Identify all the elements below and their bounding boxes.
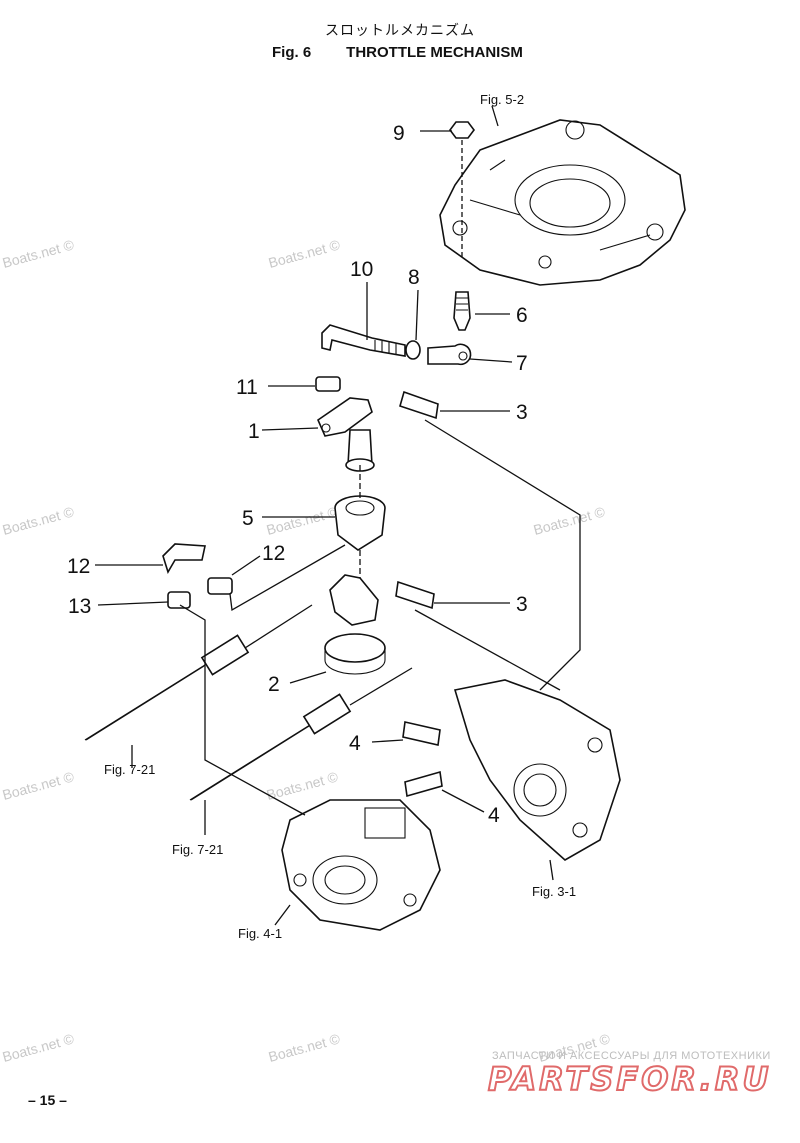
cable-clip-12a bbox=[162, 543, 206, 574]
callout-1: 1 bbox=[248, 420, 260, 443]
callout-12-left: 12 bbox=[67, 555, 90, 578]
callout-3-lower: 3 bbox=[516, 593, 528, 616]
brand-logo: PARTSFOR.RU bbox=[487, 1059, 772, 1099]
figure-number: Fig. 6 bbox=[272, 44, 312, 61]
figref-7-21-upper: Fig. 7-21 bbox=[104, 762, 155, 777]
throttle-lever-parts bbox=[315, 376, 439, 551]
brand-tagline: ЗАПЧАСТИ И АКСЕССУАРЫ ДЛЯ МОТОТЕХНИКИ bbox=[492, 1050, 771, 1062]
watermark: Boats.net © bbox=[267, 1030, 343, 1065]
watermark: Boats.net © bbox=[1, 503, 77, 538]
cable-clip-13 bbox=[167, 591, 191, 609]
figure-title-text: THROTTLE MECHANISM bbox=[346, 44, 523, 61]
rod-10 bbox=[321, 324, 406, 357]
carburetor-drawing bbox=[281, 799, 441, 931]
cam-and-clips bbox=[162, 543, 435, 675]
watermark: Boats.net © bbox=[265, 768, 341, 803]
figref-7-21-lower: Fig. 7-21 bbox=[172, 842, 223, 857]
watermark: Boats.net © bbox=[1, 1030, 77, 1065]
throttle-cables bbox=[84, 604, 413, 801]
callout-4-lower: 4 bbox=[488, 804, 500, 827]
throttle-cam-2 bbox=[324, 633, 386, 663]
callout-9: 9 bbox=[393, 122, 405, 145]
watermark: Boats.net © bbox=[1, 768, 77, 803]
callout-13: 13 bbox=[68, 595, 91, 618]
figure-references: Fig. 5-2 Fig. 7-21 Fig. 7-21 Fig. 3-1 Fi… bbox=[104, 92, 576, 941]
callout-11: 11 bbox=[236, 376, 258, 399]
title-japanese: スロットルメカニズム bbox=[325, 22, 475, 38]
callout-8: 8 bbox=[408, 266, 420, 289]
page-number: – 15 – bbox=[28, 1092, 67, 1108]
callouts: 9 10 8 6 7 11 1 3 5 12 12 13 3 2 4 4 bbox=[67, 122, 528, 827]
leader-lines bbox=[95, 105, 581, 926]
nut-9 bbox=[449, 121, 475, 139]
nut-8 bbox=[405, 340, 421, 360]
callout-7: 7 bbox=[516, 352, 528, 375]
watermark: Boats.net © bbox=[267, 236, 343, 271]
watermark: Boats.net © bbox=[265, 503, 341, 538]
lever-1 bbox=[317, 397, 373, 437]
callout-3-upper: 3 bbox=[516, 401, 528, 424]
callout-6: 6 bbox=[516, 304, 528, 327]
upper-linkage-parts bbox=[321, 121, 475, 366]
ball-joint-6 bbox=[453, 291, 471, 331]
screw-4b bbox=[404, 770, 443, 798]
callout-10: 10 bbox=[350, 258, 373, 281]
spring-plate-3b bbox=[395, 580, 435, 610]
figref-4-1: Fig. 4-1 bbox=[238, 926, 282, 941]
cable-clip-12b bbox=[207, 577, 233, 595]
callout-5: 5 bbox=[242, 507, 254, 530]
mounting-bracket-drawing bbox=[402, 679, 621, 861]
intake-plate-drawing bbox=[439, 119, 686, 286]
clip-11 bbox=[315, 376, 341, 392]
callout-12-right: 12 bbox=[262, 542, 285, 565]
collar-5 bbox=[334, 495, 386, 551]
callout-2: 2 bbox=[268, 673, 280, 696]
rod-end-7 bbox=[427, 343, 472, 366]
figref-3-1: Fig. 3-1 bbox=[532, 884, 576, 899]
spring-plate-3a bbox=[399, 390, 439, 420]
figure-title: Fig. 6 THROTTLE MECHANISM bbox=[272, 44, 523, 61]
watermark: Boats.net © bbox=[1, 236, 77, 271]
callout-4-upper: 4 bbox=[349, 732, 361, 755]
figref-5-2: Fig. 5-2 bbox=[480, 92, 524, 107]
screw-4a bbox=[402, 721, 441, 746]
